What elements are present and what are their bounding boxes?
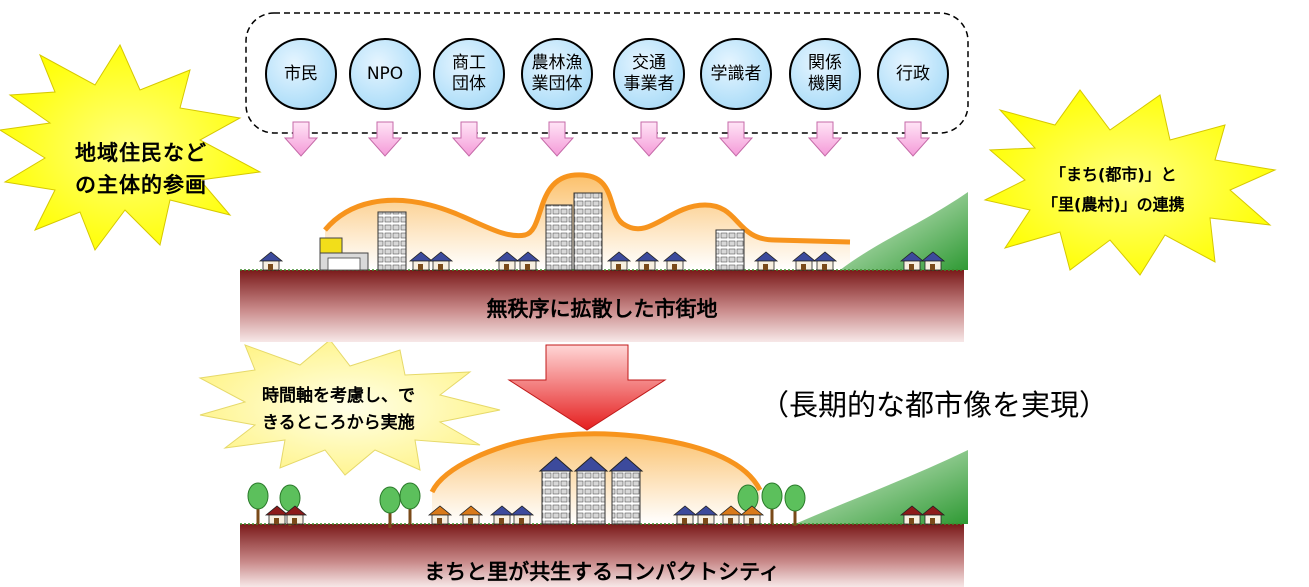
house [739, 505, 765, 525]
participation-arrow [807, 121, 843, 157]
participation-arrow [451, 121, 487, 157]
sprawl-tower-2 [545, 204, 573, 271]
tree [784, 484, 806, 526]
house [672, 505, 698, 525]
actor-circle: 行政 [877, 38, 949, 110]
actor-circle: NPO [349, 38, 421, 110]
compact-ground [240, 524, 964, 587]
house [427, 505, 453, 525]
house [258, 251, 284, 271]
tree [379, 486, 401, 528]
participation-arrow [631, 121, 667, 157]
house [634, 251, 660, 271]
participation-arrow [283, 121, 319, 157]
actor-circle: 市民 [265, 38, 337, 110]
house [899, 251, 925, 271]
house [920, 505, 946, 525]
compact-houses [264, 505, 946, 525]
actor-circle: 農林漁 業団体 [521, 38, 593, 110]
participation-arrow [718, 121, 754, 157]
tree [247, 482, 269, 524]
sprawl-scene [240, 172, 968, 342]
actor-circle: 交通 事業者 [613, 38, 685, 110]
factory-annex [319, 237, 343, 254]
house [753, 251, 779, 271]
compact-green-hill [795, 450, 968, 524]
participation-burst [0, 43, 262, 252]
house [662, 251, 688, 271]
compact-trees [247, 482, 806, 528]
compact-label: まちと里が共生するコンパクトシティ [424, 560, 780, 584]
house [509, 505, 535, 525]
participation-arrow [895, 121, 931, 157]
transition-arrow [507, 344, 667, 431]
house [515, 251, 541, 271]
sprawl-tower-3 [573, 192, 603, 271]
linkage-callout: 「まち(都市)」と 「里(農村)」の連携 [1042, 165, 1185, 214]
house [718, 505, 744, 525]
house [899, 505, 925, 525]
participation-arrow [367, 121, 403, 157]
house [408, 251, 434, 271]
house [494, 251, 520, 271]
participation-arrow [539, 121, 575, 157]
tree [399, 482, 421, 524]
house [458, 505, 484, 525]
house [693, 505, 719, 525]
house [791, 251, 817, 271]
participation-arrows [283, 121, 931, 157]
sprawl-ground [240, 270, 964, 342]
house [282, 505, 308, 525]
actor-circle: 関係 機関 [789, 38, 861, 110]
sprawl-urban-outline [323, 172, 851, 245]
actor-circle: 商工 団体 [433, 38, 505, 110]
sprawl-green-hill [840, 192, 968, 270]
long-term-note: （長期的な都市像を実現） [760, 388, 1109, 422]
sprawl-houses [258, 251, 946, 271]
sprawl-tower-4 [715, 229, 745, 271]
sprawl-label: 無秩序に拡散した市街地 [486, 297, 718, 321]
house [606, 251, 632, 271]
linkage-burst [983, 89, 1277, 276]
stakeholder-group-outline [245, 12, 969, 134]
sprawl-tower-1 [377, 211, 407, 271]
actor-circle: 学識者 [700, 38, 772, 110]
house [428, 251, 454, 271]
house [920, 251, 946, 271]
house [812, 251, 838, 271]
compact-urban-outline [429, 431, 763, 494]
compact-towers [538, 456, 644, 525]
house [489, 505, 515, 525]
tree [761, 482, 783, 524]
compact-scene [240, 431, 968, 587]
participation-callout: 地域住民など の主体的参画 [75, 141, 207, 197]
phased-callout: 時間軸を考慮し、で きるところから実施 [262, 386, 415, 433]
house [264, 505, 290, 525]
